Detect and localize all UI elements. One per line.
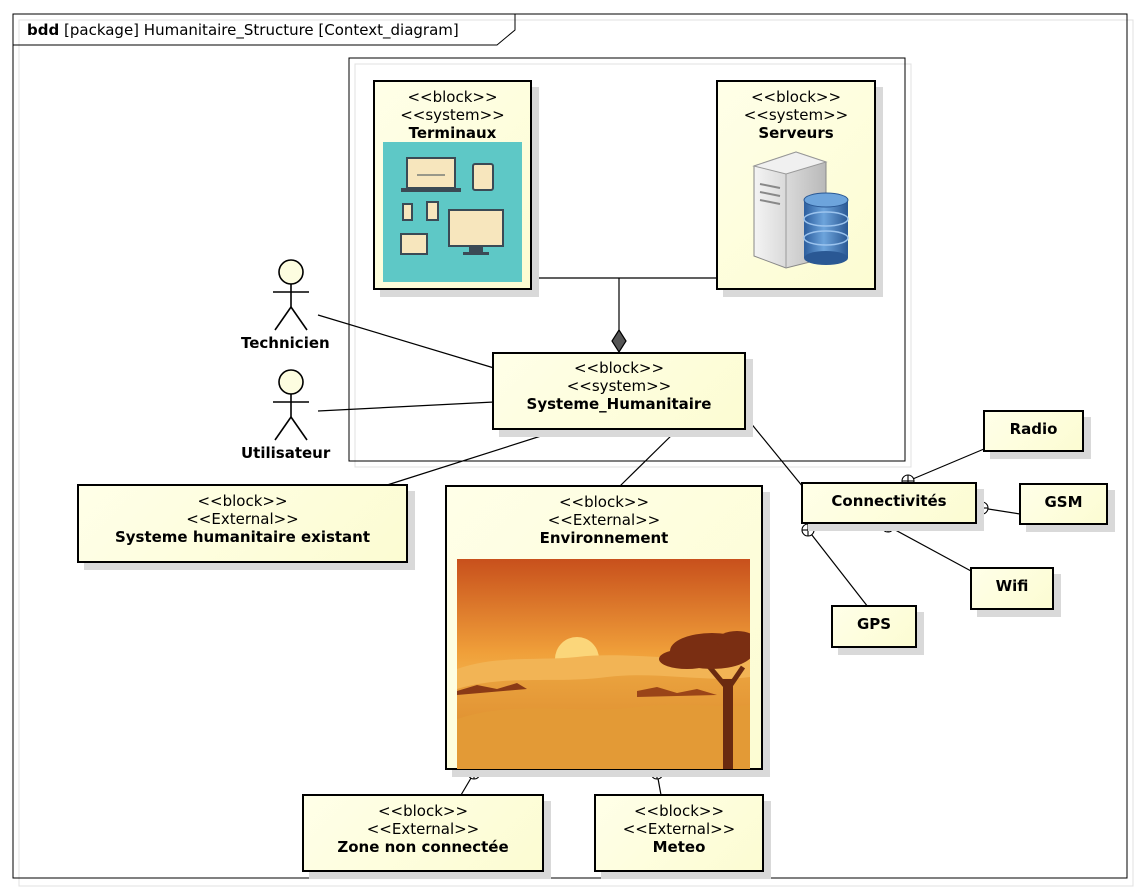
containment-marker <box>975 501 989 515</box>
desert-sunset-landscape <box>457 559 750 769</box>
stereotype-block: <<block>> <box>407 88 498 106</box>
block-gsm[interactable]: GSM <box>1019 483 1108 525</box>
server-database-icon <box>752 151 849 269</box>
block-name: Environnement <box>539 529 669 547</box>
frame-title: bdd [package] Humanitaire_Structure [Con… <box>27 21 459 39</box>
stereotype-block: <<block>> <box>558 493 650 511</box>
block-systeme-existant[interactable]: <<block>> <<External>> Systeme humanitai… <box>77 484 408 563</box>
block-name: Radio <box>1009 420 1058 438</box>
stereotype-block: <<block>> <box>750 88 842 106</box>
frame-keyword: bdd <box>27 21 60 39</box>
stereotype-system: <<system>> <box>400 106 505 124</box>
block-name: Systeme_Humanitaire <box>526 395 712 413</box>
block-name: Terminaux <box>408 124 497 142</box>
stereotype-external: <<External>> <box>622 820 736 838</box>
composition-diamond <box>611 328 627 354</box>
environnement-link <box>619 428 679 487</box>
stereotype-external: <<External>> <box>547 511 661 529</box>
containment-marker <box>801 523 815 537</box>
stereotype-external: <<External>> <box>366 820 480 838</box>
block-connectivites[interactable]: Connectivités <box>801 482 977 524</box>
technicien-link <box>317 314 495 369</box>
block-radio[interactable]: Radio <box>983 410 1084 452</box>
stereotype-block: <<block>> <box>633 802 725 820</box>
block-name: Zone non connectée <box>337 838 509 856</box>
frame <box>12 13 1134 887</box>
stereotype-block: <<block>> <box>377 802 469 820</box>
actor-technicien-figure <box>273 259 309 331</box>
stereotype-system: <<system>> <box>743 106 849 124</box>
stereotype-block: <<block>> <box>197 492 288 510</box>
block-gps[interactable]: GPS <box>831 605 917 648</box>
connectors <box>317 277 1021 796</box>
existant-link <box>383 428 564 487</box>
radio-link <box>907 448 985 482</box>
utilisateur-link <box>317 401 495 412</box>
actor-utilisateur-label[interactable]: Utilisateur <box>241 444 331 462</box>
actor-utilisateur-figure <box>273 369 309 441</box>
wifi-link <box>887 525 972 572</box>
stereotype-system: <<system>> <box>566 377 672 395</box>
block-name: Connectivités <box>831 492 947 510</box>
system-boundary <box>348 57 912 468</box>
block-systeme-humanitaire[interactable]: <<block>> <<system>> Systeme_Humanitaire <box>492 352 746 430</box>
block-name: Serveurs <box>758 124 834 142</box>
block-name: GSM <box>1044 493 1083 511</box>
stereotype-block: <<block>> <box>573 359 665 377</box>
block-name: GPS <box>856 615 892 633</box>
block-serveurs[interactable]: <<block>> <<system>> Serveurs <box>716 80 876 290</box>
block-terminaux[interactable]: <<block>> <<system>> Terminaux <box>373 80 532 290</box>
frame-title-text: [package] Humanitaire_Structure [Context… <box>64 21 459 39</box>
block-name: Wifi <box>995 577 1029 595</box>
block-meteo[interactable]: <<block>> <<External>> Meteo <box>594 794 764 872</box>
stereotype-external: <<External>> <box>186 510 299 528</box>
block-zone-non-connectee[interactable]: <<block>> <<External>> Zone non connecté… <box>302 794 544 872</box>
actor-technicien-label[interactable]: Technicien <box>241 334 330 352</box>
block-name: Systeme humanitaire existant <box>114 528 371 546</box>
connectivites-link <box>744 415 804 488</box>
block-name: Meteo <box>652 838 706 856</box>
gps-link <box>807 529 869 608</box>
block-environnement[interactable]: <<block>> <<External>> Environnement <box>445 485 763 770</box>
block-wifi[interactable]: Wifi <box>970 567 1054 610</box>
devices-illustration-icon <box>383 142 522 282</box>
